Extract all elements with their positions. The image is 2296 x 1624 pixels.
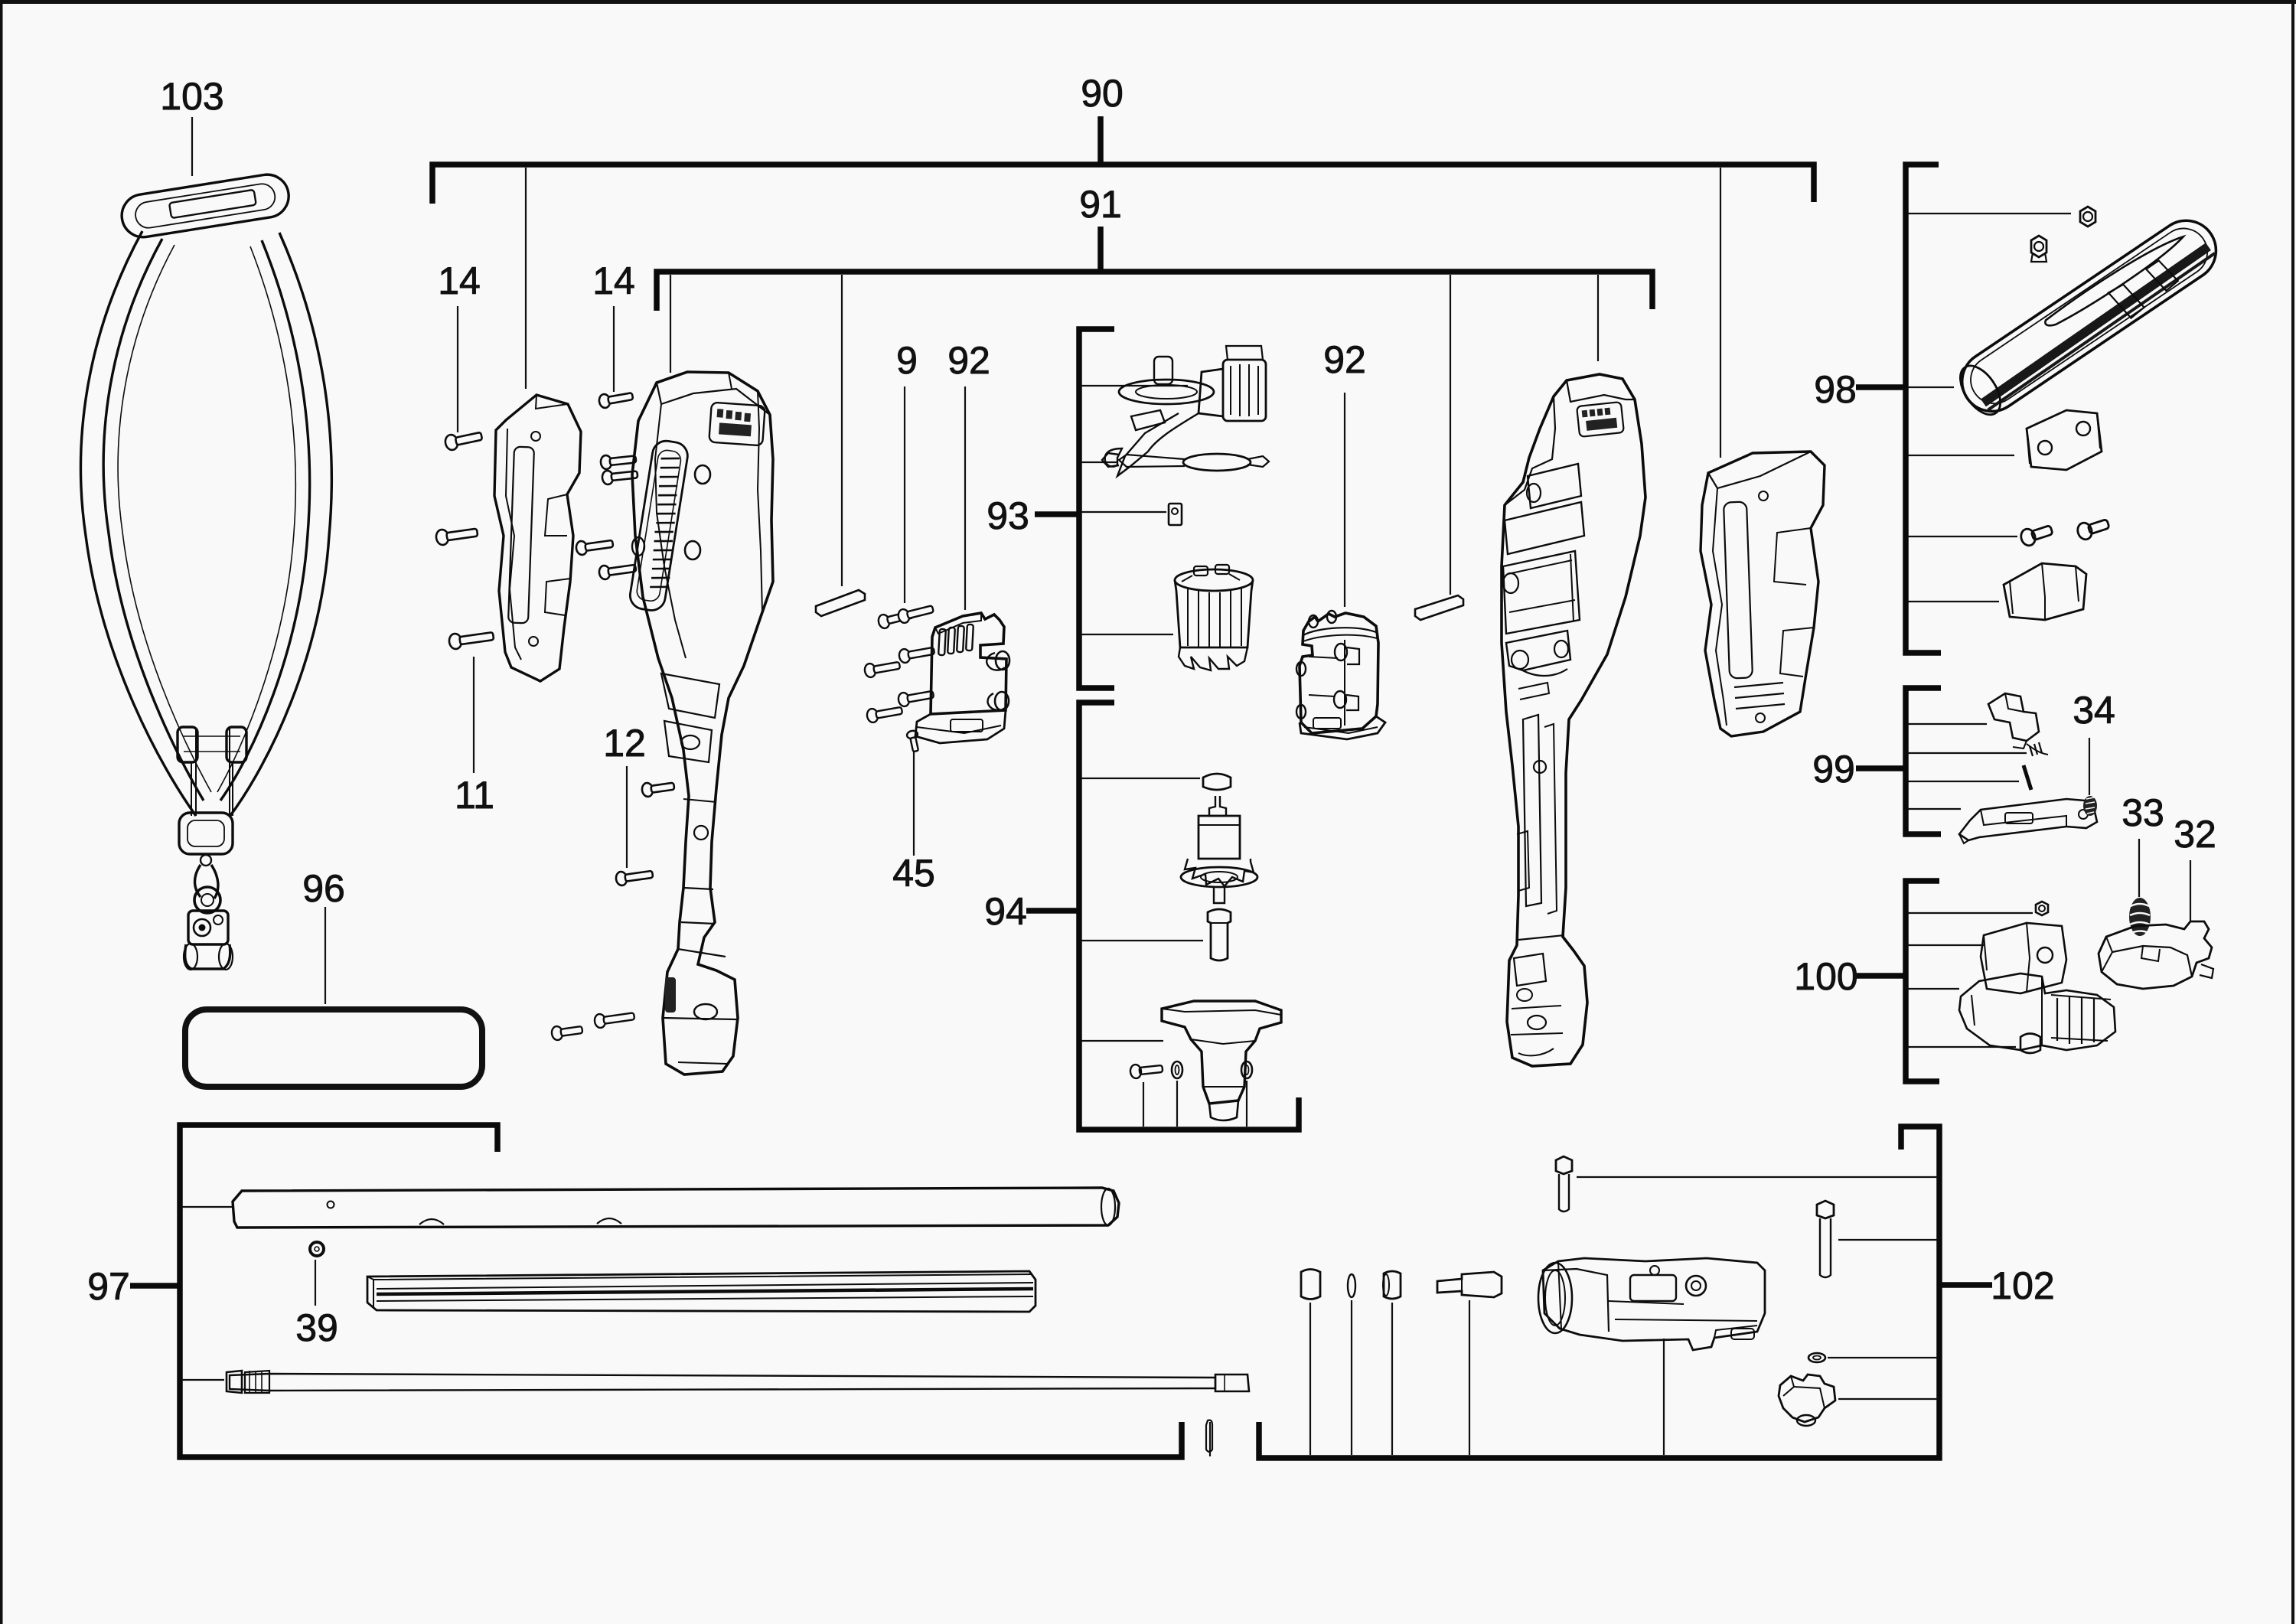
svg-text:97: 97 bbox=[87, 1265, 130, 1308]
svg-text:103: 103 bbox=[160, 75, 223, 118]
svg-text:98: 98 bbox=[1814, 368, 1857, 411]
svg-text:90: 90 bbox=[1081, 72, 1124, 115]
svg-text:94: 94 bbox=[984, 890, 1027, 933]
svg-text:45: 45 bbox=[892, 852, 935, 895]
svg-text:9: 9 bbox=[896, 339, 918, 382]
svg-text:11: 11 bbox=[455, 774, 494, 817]
svg-text:93: 93 bbox=[987, 494, 1029, 537]
svg-text:96: 96 bbox=[302, 867, 345, 910]
svg-text:91: 91 bbox=[1079, 183, 1122, 226]
svg-text:102: 102 bbox=[1991, 1264, 2054, 1307]
svg-text:32: 32 bbox=[2174, 813, 2216, 856]
svg-text:34: 34 bbox=[2073, 689, 2115, 732]
svg-text:14: 14 bbox=[592, 259, 635, 302]
svg-text:99: 99 bbox=[1812, 748, 1855, 791]
svg-text:92: 92 bbox=[1323, 338, 1366, 381]
svg-text:100: 100 bbox=[1794, 955, 1857, 998]
svg-text:39: 39 bbox=[295, 1306, 338, 1349]
svg-text:92: 92 bbox=[947, 339, 990, 382]
svg-text:33: 33 bbox=[2122, 791, 2164, 834]
svg-text:12: 12 bbox=[603, 722, 646, 765]
svg-text:14: 14 bbox=[438, 259, 481, 302]
